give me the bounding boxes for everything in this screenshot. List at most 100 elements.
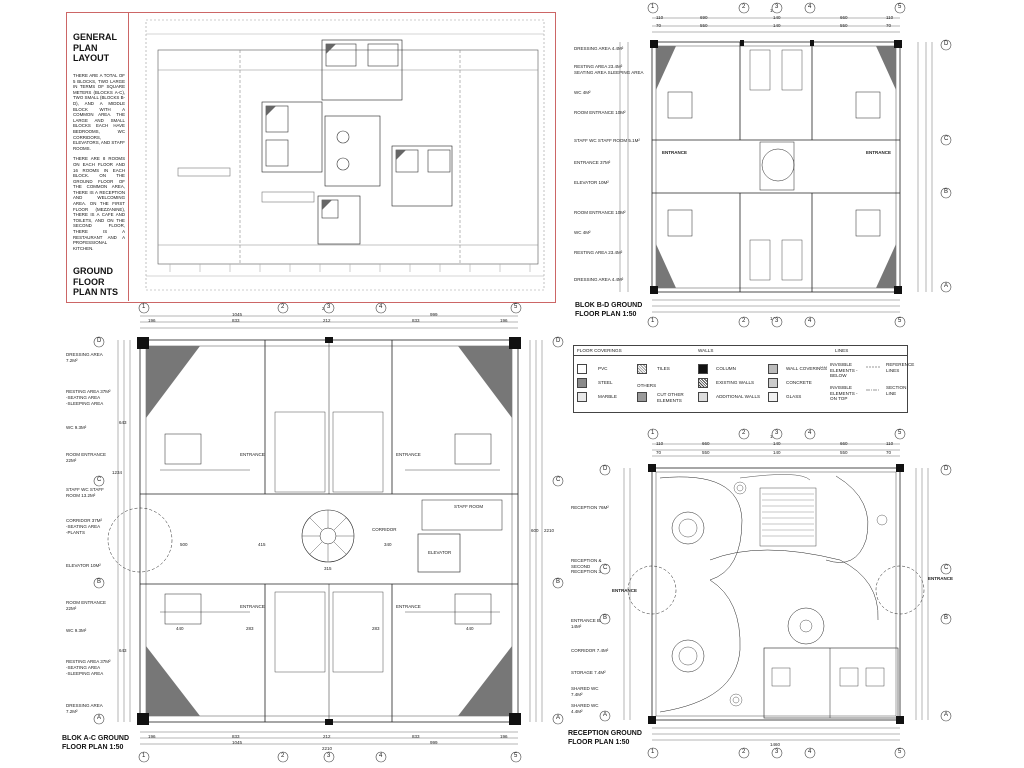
rec-entrance-left: ENTRANCE — [612, 588, 638, 593]
bd-dim-top-1: 110 — [656, 15, 664, 20]
ac-dim-bot-total-right: 999 — [430, 740, 438, 745]
grid-label-ac-5: 5 — [514, 304, 518, 310]
rec-dim-top-5: 110 — [886, 441, 894, 446]
ac-room-dim-3: 283 — [372, 626, 380, 631]
grid-label-bd-5: 5 — [898, 4, 902, 10]
legend-steel: STEEL — [598, 380, 613, 385]
ac-dim-top-5: 196 — [500, 318, 508, 323]
legend-section-line: SECTION LINE — [886, 385, 907, 396]
ac-dim-bot-4: 833 — [412, 734, 420, 739]
ac-left-dim-2: 1234 — [112, 470, 123, 475]
ac-label-resting-top: RESTING AREA 37M² — [66, 389, 111, 394]
grid-label-ac-3: 3 — [327, 304, 331, 310]
grid-label-bd-a: A — [944, 283, 949, 289]
caption-line: FLOOR PLAN 1:50 — [62, 743, 124, 751]
bd-entrance-tag-right: ENTRANCE — [866, 150, 892, 155]
grid-label-rec-d: D — [944, 466, 949, 472]
reception-caption: RECEPTION GROUND FLOOR PLAN 1:50 — [568, 730, 642, 747]
ac-room-dim-2: 283 — [246, 626, 254, 631]
rec-dim-mid-3: 140 — [773, 450, 781, 455]
blok-ac-caption: BLOK A-C GROUND FLOOR PLAN 1:50 — [62, 735, 129, 752]
grid-label-bd-bot-5: 5 — [898, 318, 902, 324]
bd-dim-top-2: 690 — [700, 15, 708, 20]
grid-label-bd-bot-4: 4 — [808, 318, 812, 324]
grid-label-rec-lb: B — [603, 615, 608, 621]
ac-right-dim-2: 2210 — [544, 528, 555, 533]
grid-label-ac-bot-3: 3 — [327, 753, 331, 759]
bd-dim-top-5: 110 — [886, 15, 894, 20]
ac-label-corridor-sub1: -SEATING AREA — [66, 524, 101, 529]
rec-label-reception2: RECEPTION & SECOND RECEPTION 34M² — [571, 558, 609, 574]
grid-label-ac-bot-5: 5 — [514, 753, 518, 759]
ac-right-dim-1: 600 — [531, 528, 539, 533]
bd-label-wc-top: WC 4M² — [574, 90, 591, 95]
rec-entrance-right: ENTRANCE — [928, 576, 954, 581]
bd-label-wc-bot: WC 4M² — [574, 230, 591, 235]
grid-label-rec-bot-3: 3 — [775, 749, 779, 755]
title-line: GENERAL — [73, 32, 118, 42]
swatch-steel — [577, 378, 587, 388]
ac-inner-dim-2: 415 — [258, 542, 266, 547]
grid-label-rec-bot-4: 4 — [808, 749, 812, 755]
blok-bd-caption: BLOK B-D GROUND FLOOR PLAN 1:50 — [575, 302, 642, 319]
legend-glass: GLASS — [786, 394, 802, 399]
rec-label-reception: RECEPTION 76M² — [571, 505, 609, 510]
legend-cut-other: CUT OTHER ELEMENTS — [657, 392, 684, 403]
ac-dim-bot-2: 833 — [232, 734, 240, 739]
ac-inner-dim-4: 340 — [384, 542, 392, 547]
ac-inner-dim-3: 315 — [324, 566, 332, 571]
ac-entrance-tag-2: ENTRANCE — [396, 452, 421, 457]
bd-label-room-bot: ROOM ENTRANCE 10M² — [574, 210, 626, 215]
general-paragraph-2: THERE ARE 8 ROOMS ON EACH FLOOR AND 16 R… — [73, 156, 125, 251]
grid-label-ac-bot-4: 4 — [379, 753, 383, 759]
legend-panel — [573, 345, 908, 413]
ac-dim-top-2: 833 — [232, 318, 240, 323]
bd-label-dressing-bot: DRESSING AREA 4.4M² — [574, 277, 624, 282]
grid-label-ac-bot-2: 2 — [281, 753, 285, 759]
bd-label-resting-top: RESTING AREA 23.4M² — [574, 64, 623, 69]
ac-label-staff: STAFF WC STAFF ROOM 13.2M² — [66, 487, 104, 498]
footer-line: FLOOR — [73, 276, 105, 287]
legend-pvc: PVC — [598, 366, 608, 371]
ground-floor-title: GROUND FLOOR PLAN NTS — [73, 266, 118, 298]
grid-label-rec-c: C — [944, 565, 949, 571]
grid-label-bd-c: C — [944, 136, 949, 142]
rec-dim-top-4: 660 — [840, 441, 848, 446]
ac-corridor-tag: CORRIDOR — [372, 527, 397, 532]
rec-dim-mid-5: 70 — [886, 450, 892, 455]
bd-label-resting-sub: SEATING AREA SLEEPING AREA — [574, 70, 644, 75]
grid-label-ac-a: A — [97, 715, 102, 721]
ac-left-dim-1: 643 — [119, 420, 127, 425]
ac-entrance-tag-4: ENTRANCE — [396, 604, 421, 609]
caption-line: BLOK A-C GROUND — [62, 735, 130, 742]
bd-dim-mid-4: 550 — [840, 23, 848, 28]
legend-column: COLUMN — [716, 366, 736, 371]
rec-dim-top-1: 110 — [656, 441, 664, 446]
grid-label-ac-c: C — [97, 477, 102, 483]
bd-entrance-tag-left: ENTRANCE — [662, 150, 688, 155]
grid-label-ac-rb: B — [556, 579, 561, 585]
bd-label-dressing-top: DRESSING AREA 4.4M² — [574, 46, 624, 51]
general-paragraph-1: THERE ARE A TOTAL OF 5 BLOCKS, TWO LARGE… — [73, 73, 125, 151]
ac-label-corridor-sub2: -PLANTS — [66, 530, 86, 535]
general-text-column — [66, 12, 129, 301]
rec-dim-top-2: 660 — [702, 441, 710, 446]
rec-dim-mid-1: 70 — [656, 450, 662, 455]
ac-label-resting-bot-sub1: -SEATING AREA — [66, 665, 101, 670]
ac-staff-room-tag: STAFF ROOM — [454, 504, 484, 509]
grid-bd — [647, 2, 952, 328]
ac-label-dressing-top: DRESSING AREA 7.2M² — [66, 352, 103, 363]
grid-label-ac-2: 2 — [281, 304, 285, 310]
swatch-tiles — [637, 364, 647, 374]
rec-label-storage: STORAGE 7.4M² — [571, 670, 606, 675]
ac-dim-bot-3: 212 — [323, 734, 331, 739]
grid-label-ac-d: D — [97, 338, 102, 344]
general-plan-title: GENERAL PLAN LAYOUT — [73, 32, 117, 64]
legend-floor-coverings: FLOOR COVERINGS — [577, 348, 622, 353]
swatch-column — [698, 364, 708, 374]
